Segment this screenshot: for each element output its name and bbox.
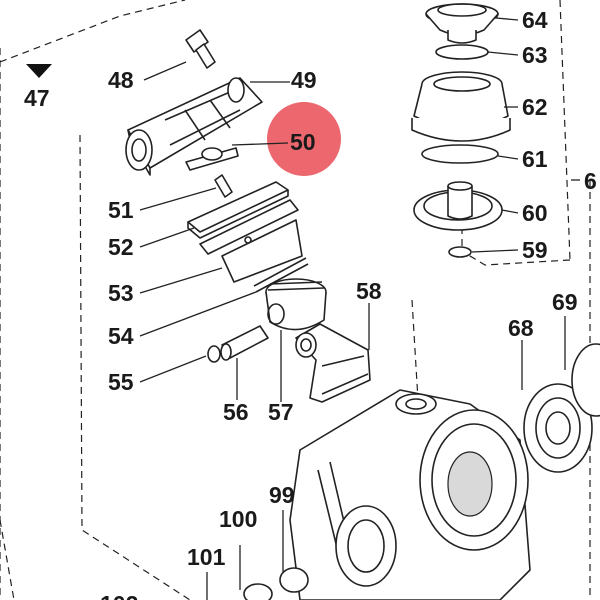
label-62: 62 bbox=[522, 94, 548, 120]
label-101: 101 bbox=[187, 544, 226, 570]
label-52: 52 bbox=[108, 234, 134, 260]
label-68: 68 bbox=[508, 315, 534, 341]
part-51-pin[interactable] bbox=[214, 174, 233, 198]
part-56-piston-pin[interactable] bbox=[220, 325, 269, 361]
part-49-housing[interactable] bbox=[125, 77, 263, 176]
part-68-bearing[interactable] bbox=[523, 383, 593, 473]
label-63: 63 bbox=[522, 42, 548, 68]
label-69: 69 bbox=[552, 289, 578, 315]
part-47-arrow-icon bbox=[26, 64, 52, 78]
label-50[interactable]: 50 bbox=[290, 129, 316, 155]
part-61-oring[interactable] bbox=[421, 144, 499, 164]
part-62-dome-cover[interactable] bbox=[411, 71, 511, 142]
label-59: 59 bbox=[522, 237, 548, 263]
label-47: 47 bbox=[24, 85, 50, 111]
label-49: 49 bbox=[291, 67, 317, 93]
label-53: 53 bbox=[108, 280, 134, 306]
part-59-oring[interactable] bbox=[448, 246, 472, 258]
label-61: 61 bbox=[522, 146, 548, 172]
part-57-piston[interactable] bbox=[265, 278, 327, 331]
leader-lines bbox=[139, 17, 580, 600]
part-60-diaphragm[interactable] bbox=[413, 181, 503, 231]
label-48: 48 bbox=[108, 67, 134, 93]
part-55-oring[interactable] bbox=[207, 345, 221, 363]
label-54: 54 bbox=[108, 323, 134, 349]
pump-housing[interactable] bbox=[289, 389, 531, 600]
part-69-bearing[interactable] bbox=[571, 343, 600, 417]
label-60: 60 bbox=[522, 200, 548, 226]
part-labels: 47 48 49 50 51 52 53 54 55 56 57 58 59 6… bbox=[24, 7, 597, 600]
label-64: 64 bbox=[522, 7, 548, 33]
part-52-plate[interactable] bbox=[187, 181, 289, 239]
label-102: 102 bbox=[100, 591, 138, 600]
part-53-cylinder[interactable] bbox=[199, 199, 303, 283]
part-58-connecting-rod[interactable] bbox=[295, 323, 371, 403]
label-56: 56 bbox=[223, 399, 249, 425]
label-58: 58 bbox=[356, 278, 382, 304]
label-99: 99 bbox=[269, 482, 295, 508]
part-54-ring[interactable] bbox=[253, 257, 309, 293]
label-55: 55 bbox=[108, 369, 134, 395]
part-48-screw[interactable] bbox=[185, 29, 216, 69]
label-51: 51 bbox=[108, 197, 134, 223]
part-50-valve-disc[interactable] bbox=[185, 147, 239, 171]
label-57: 57 bbox=[268, 399, 294, 425]
part-100-oring[interactable] bbox=[243, 583, 273, 600]
label-100: 100 bbox=[219, 506, 257, 532]
label-6: 6 bbox=[584, 168, 597, 194]
part-64-fitting[interactable] bbox=[425, 3, 499, 44]
part-99-seal[interactable] bbox=[279, 567, 309, 593]
part-50-highlight[interactable] bbox=[267, 102, 341, 176]
part-63-oring[interactable] bbox=[435, 44, 489, 60]
